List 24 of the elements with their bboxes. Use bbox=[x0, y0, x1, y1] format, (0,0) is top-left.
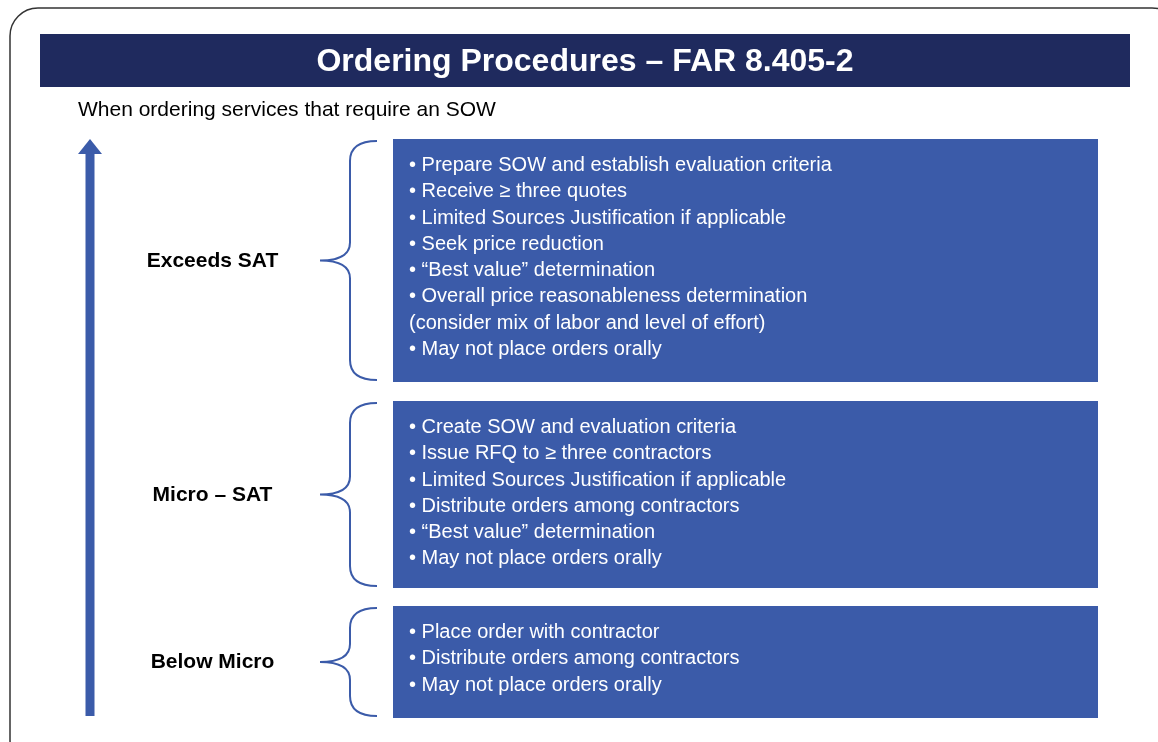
title-bar: Ordering Procedures – FAR 8.405-2 bbox=[40, 34, 1130, 87]
procedure-box bbox=[393, 139, 1098, 382]
bullet-item: • Receive ≥ three quotes bbox=[409, 178, 629, 204]
bullet-item: • Prepare SOW and establish evaluation criteria bbox=[409, 152, 833, 177]
procedure-box bbox=[393, 401, 1098, 588]
bullet-item: • Distribute orders among contractors bbox=[409, 492, 741, 518]
bullet-item: • Overall price reasonableness determination (consider mix of labor and level of effort) bbox=[409, 283, 809, 335]
threshold-label: Micro – SAT bbox=[151, 481, 274, 506]
subtitle: When ordering services that require an SOW bbox=[78, 97, 496, 121]
bullet-item: • May not place orders orally bbox=[409, 671, 663, 697]
bullet-item: • May not place orders orally bbox=[409, 336, 663, 362]
procedure-box bbox=[393, 606, 1098, 718]
bullet-item: • Place order with contractor bbox=[409, 619, 661, 644]
bullet-item: • Issue RFQ to ≥ three contractors bbox=[409, 440, 713, 466]
bullet-item: • Seek price reduction bbox=[409, 230, 605, 256]
bullet-item: • “Best value” determination bbox=[409, 519, 656, 545]
bullet-item: • Limited Sources Justification if applicable bbox=[409, 466, 788, 492]
bullet-item: • “Best value” determination bbox=[409, 257, 656, 283]
bullet-item: • Create SOW and evaluation criteria bbox=[409, 414, 738, 439]
bullet-item: • Limited Sources Justification if applicable bbox=[409, 204, 788, 230]
bullet-item: • May not place orders orally bbox=[409, 545, 663, 571]
threshold-label: Exceeds SAT bbox=[145, 247, 280, 272]
threshold-label: Below Micro bbox=[149, 649, 276, 673]
bullet-item: • Distribute orders among contractors bbox=[409, 645, 741, 671]
